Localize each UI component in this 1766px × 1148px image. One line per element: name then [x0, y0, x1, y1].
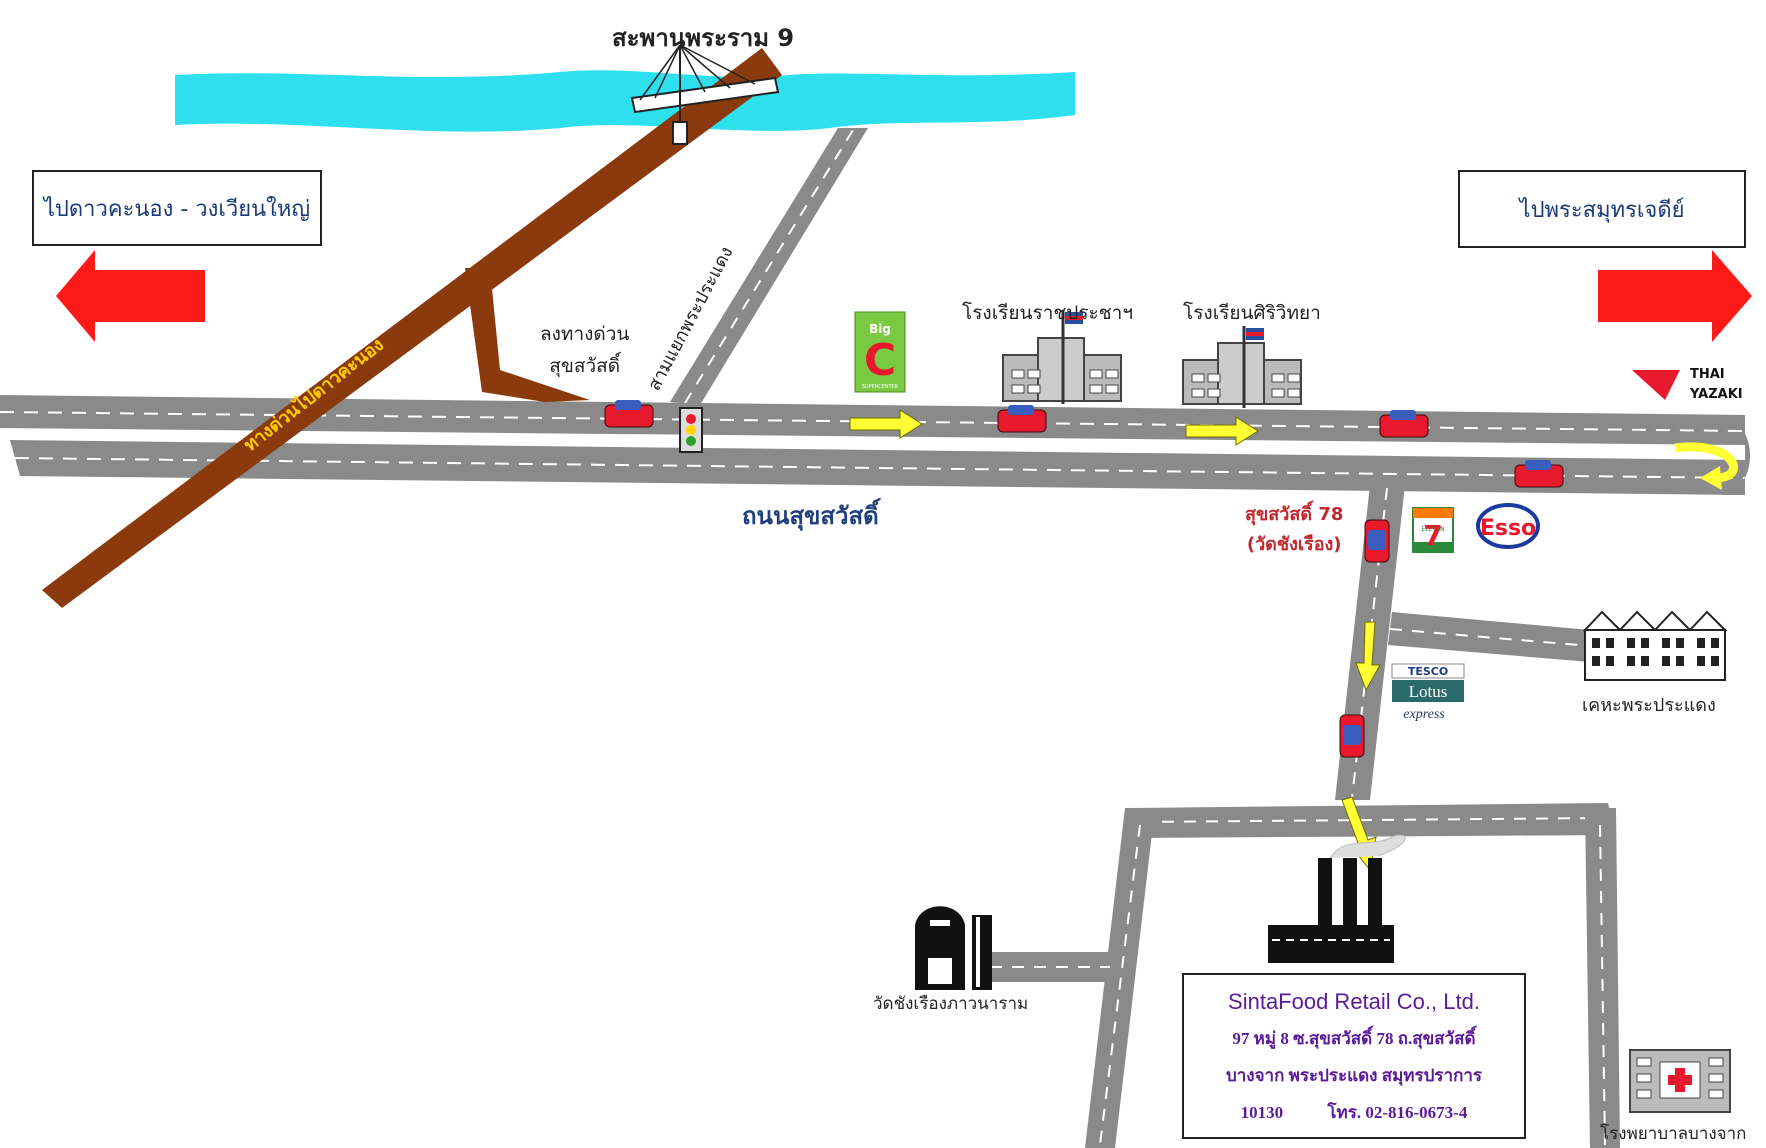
route-arrow-icon — [1355, 621, 1381, 692]
soi-78-label: สุขสวัสดิ์ 78 (วัดชังเรือง) — [1245, 504, 1344, 555]
address-line1: 97 หมู่ 8 ซ.สุขสวัสดิ์ 78 ถ.สุขสวัสดิ์ — [1232, 1029, 1476, 1048]
factory-icon — [1268, 834, 1406, 963]
car-icon — [1364, 519, 1390, 563]
right-direction-box: ไปพระสมุทรเจดีย์ — [1458, 170, 1746, 248]
loop-road-right — [1585, 808, 1620, 1148]
hospital-label: โรงพยาบาลบางจาก — [1600, 1124, 1747, 1144]
svg-text:YAZAKI: YAZAKI — [1689, 387, 1743, 402]
exit-label: ลงทางด่วน สุขสวัสดิ์ — [540, 323, 630, 377]
barn-icon — [915, 906, 992, 990]
car-icon — [997, 405, 1047, 433]
svg-text:C: C — [864, 335, 896, 386]
arrow-right-icon — [1598, 250, 1752, 342]
arrow-left-icon — [56, 250, 205, 342]
svg-text:Esso: Esso — [1480, 516, 1536, 541]
svg-text:ELEVEN: ELEVEN — [1421, 526, 1444, 533]
address-box: SintaFood Retail Co., Ltd. 97 หมู่ 8 ซ.ส… — [1182, 973, 1526, 1139]
expressway — [42, 48, 782, 608]
thai-yazaki-logo: THAI YAZAKI — [1632, 367, 1743, 402]
temple-road — [985, 952, 1115, 982]
car-icon — [1339, 714, 1365, 758]
car-icon — [1379, 410, 1429, 438]
svg-text:THAI: THAI — [1690, 367, 1725, 382]
left-direction-label: ไปดาวคะนอง - วงเวียนใหญ่ — [43, 196, 311, 222]
expressway-ramp — [465, 268, 590, 402]
company-name: SintaFood Retail Co., Ltd. — [1228, 989, 1480, 1014]
car-icon — [1514, 460, 1564, 488]
river — [175, 70, 1075, 132]
bigc-logo: Big C SUPERCENTER — [854, 311, 906, 393]
postcode: 10130 — [1240, 1103, 1284, 1122]
townhouse-icon — [1582, 610, 1728, 681]
main-road-lower — [10, 440, 1745, 495]
school2-label: โรงเรียนศิริวิทยา — [1183, 302, 1321, 324]
right-direction-label: ไปพระสมุทรเจดีย์ — [1519, 197, 1685, 223]
housing-label: เคหะพระประแดง — [1582, 695, 1716, 716]
svg-text:SUPERCENTER: SUPERCENTER — [862, 384, 899, 390]
route-arrow-icon — [849, 409, 923, 439]
svg-text:Big: Big — [869, 322, 891, 336]
svg-text:express: express — [1403, 707, 1445, 722]
route-arrow-icon — [1185, 416, 1259, 446]
school1-label: โรงเรียนราชประชาฯ — [962, 302, 1133, 324]
school-icon — [1182, 326, 1302, 408]
loop-road-top — [1128, 803, 1616, 838]
u-turn-icon — [1674, 442, 1738, 483]
expressway-label: ทางด่วนไปดาวคะนอง — [240, 333, 388, 456]
bridge-icon — [630, 44, 780, 145]
bridge-label: สะพานพระราม 9 — [612, 24, 795, 52]
main-road-label: ถนนสุขสวัสดิ์ — [742, 502, 879, 530]
svg-text:Lotus: Lotus — [1409, 682, 1448, 701]
left-direction-box: ไปดาวคะนอง - วงเวียนใหญ่ — [32, 170, 322, 246]
hospital-icon — [1629, 1049, 1731, 1113]
traffic-light-icon — [679, 407, 703, 453]
car-icon — [604, 400, 654, 428]
temple-label: วัดชังเรืองภาวนาราม — [873, 994, 1029, 1014]
address-contact: 10130 โทร. 02-816-0673-4 — [1184, 1099, 1524, 1126]
school-icon — [1002, 310, 1122, 404]
svg-text:TESCO: TESCO — [1408, 665, 1448, 678]
esso-logo: Esso — [1476, 503, 1540, 549]
phone: โทร. 02-816-0673-4 — [1327, 1103, 1468, 1122]
seven-eleven-logo: 7 ELEVEN — [1412, 507, 1454, 553]
tesco-lotus-logo: TESCO Lotus express — [1391, 663, 1465, 722]
address-line2: บางจาก พระประแดง สมุทรปราการ — [1225, 1066, 1483, 1085]
svg-text:7: 7 — [1423, 519, 1442, 552]
